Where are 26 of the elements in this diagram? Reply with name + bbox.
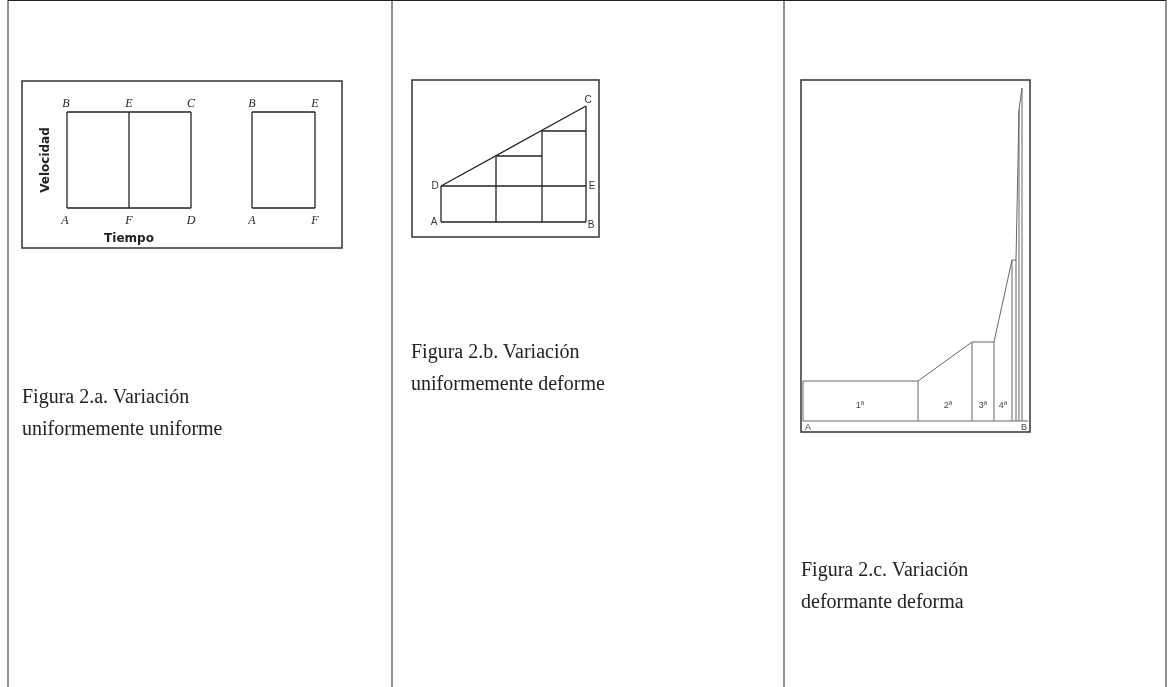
point-label: D [431,181,439,191]
point-label: E [311,97,319,109]
point-label: B [587,220,595,230]
point-label: C [187,97,195,109]
point-label: B [248,97,256,109]
point-label: F [125,214,133,226]
point-label: F [311,214,319,226]
point-label: B [1021,422,1027,432]
point-label: A [248,214,256,226]
segment-number: 1ª [855,400,865,410]
point-label: A [805,422,811,432]
point-label: C [584,95,592,105]
point-label: D [186,214,196,226]
point-label: A [430,217,438,227]
figure-caption: Figura 2.b. Variación uniformemente deforme [411,339,606,396]
segment-number: 4ª [998,400,1008,410]
point-label: E [588,181,596,191]
axis-label: Tiempo [104,232,154,244]
segment-number: 2ª [943,400,953,410]
segment-number: 3ª [978,400,988,410]
figure-caption: Figura 2.a. Variación uniformemente uniforme [22,384,224,441]
point-label: E [125,97,133,109]
axis-label: Velocidad [39,127,51,193]
point-label: B [62,97,70,109]
point-label: A [61,214,69,226]
figure-caption: Figura 2.c. Variación deformante deforma [801,557,970,614]
